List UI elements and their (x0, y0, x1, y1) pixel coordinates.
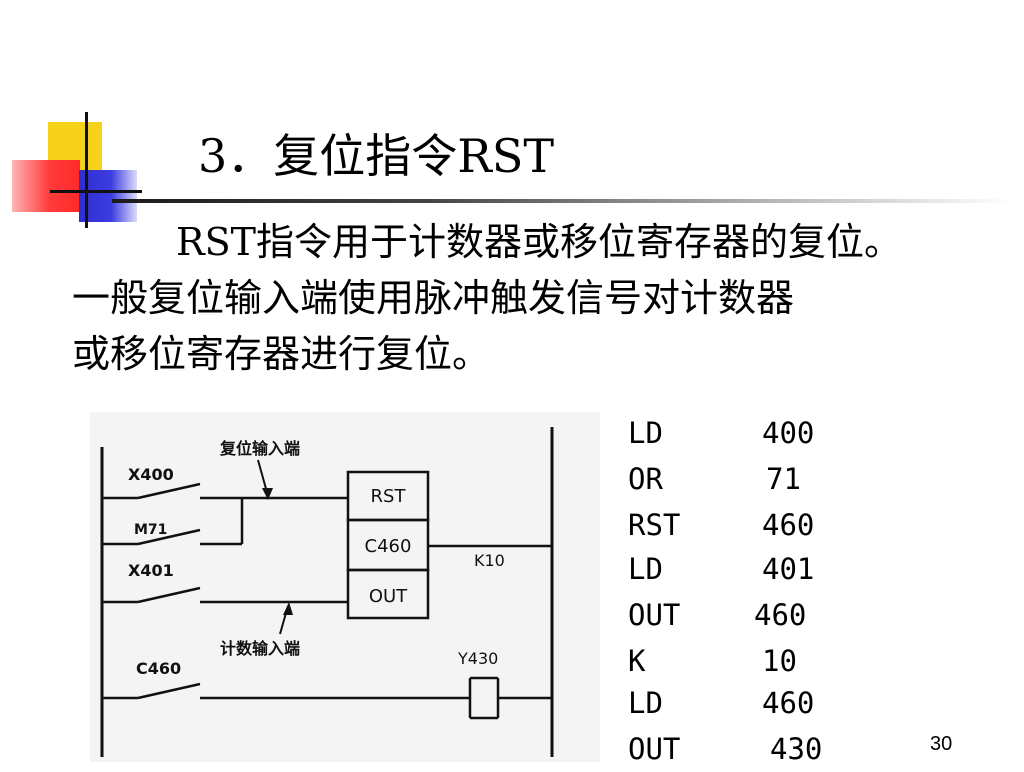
label-x400: X400 (128, 465, 174, 484)
decor-vertical-line (85, 112, 88, 228)
instruction-arg: 71 (766, 462, 801, 496)
reset-arrow (262, 488, 273, 500)
contact-x400 (137, 482, 201, 500)
body-paragraph: RST指令用于计数器或移位寄存器的复位。 一般复位输入端使用脉冲触发信号对计数器… (72, 214, 1017, 382)
contact-c460 (137, 682, 201, 700)
instruction-op: OUT (628, 732, 681, 766)
label-out: OUT (369, 586, 408, 607)
instruction-op: OR (628, 462, 663, 496)
label-k10: K10 (474, 551, 505, 570)
contact-m71 (137, 528, 201, 546)
instruction-arg: 400 (762, 416, 815, 450)
label-count-input: 计数输入端 (220, 639, 300, 658)
paragraph-line-3: 或移位寄存器进行复位。 (72, 332, 491, 376)
instruction-op: LD (628, 416, 663, 450)
decor-red-square (12, 160, 80, 212)
label-y430: Y430 (457, 649, 498, 668)
slide-title: 3．复位指令RST (198, 129, 555, 183)
instruction-arg: 10 (762, 644, 797, 678)
instruction-op: K (628, 644, 646, 678)
instruction-op: RST (628, 508, 681, 542)
page-number: 30 (930, 733, 953, 755)
out-block (346, 568, 430, 620)
decor-horizontal-line (50, 190, 142, 193)
title-underline (112, 199, 1012, 203)
label-rst: RST (371, 486, 407, 507)
instruction-arg: 401 (762, 552, 815, 586)
decor-blue-square (79, 170, 137, 222)
instruction-op: LD (628, 686, 663, 720)
label-c460-contact: C460 (136, 659, 181, 678)
label-m71: M71 (134, 522, 167, 538)
instruction-arg: 430 (770, 732, 823, 766)
paragraph-line-2: 一般复位输入端使用脉冲触发信号对计数器 (72, 276, 795, 320)
contact-x401 (137, 586, 201, 604)
label-c460: C460 (365, 536, 412, 557)
ladder-diagram: 复位输入端 X400 M71 X401 计数输入端 C460 RST C460 … (90, 412, 600, 762)
count-arrow (283, 602, 293, 615)
instruction-op: OUT (628, 598, 681, 632)
instruction-arg: 460 (762, 686, 815, 720)
instruction-arg: 460 (762, 508, 815, 542)
label-x401: X401 (128, 561, 174, 580)
ladder-diagram-svg: 复位输入端 X400 M71 X401 计数输入端 C460 RST C460 … (100, 427, 554, 757)
paragraph-line-1: RST指令用于计数器或移位寄存器的复位。 (176, 220, 902, 264)
label-reset-input: 复位输入端 (219, 439, 300, 458)
instruction-arg: 460 (754, 598, 807, 632)
instruction-op: LD (628, 552, 663, 586)
